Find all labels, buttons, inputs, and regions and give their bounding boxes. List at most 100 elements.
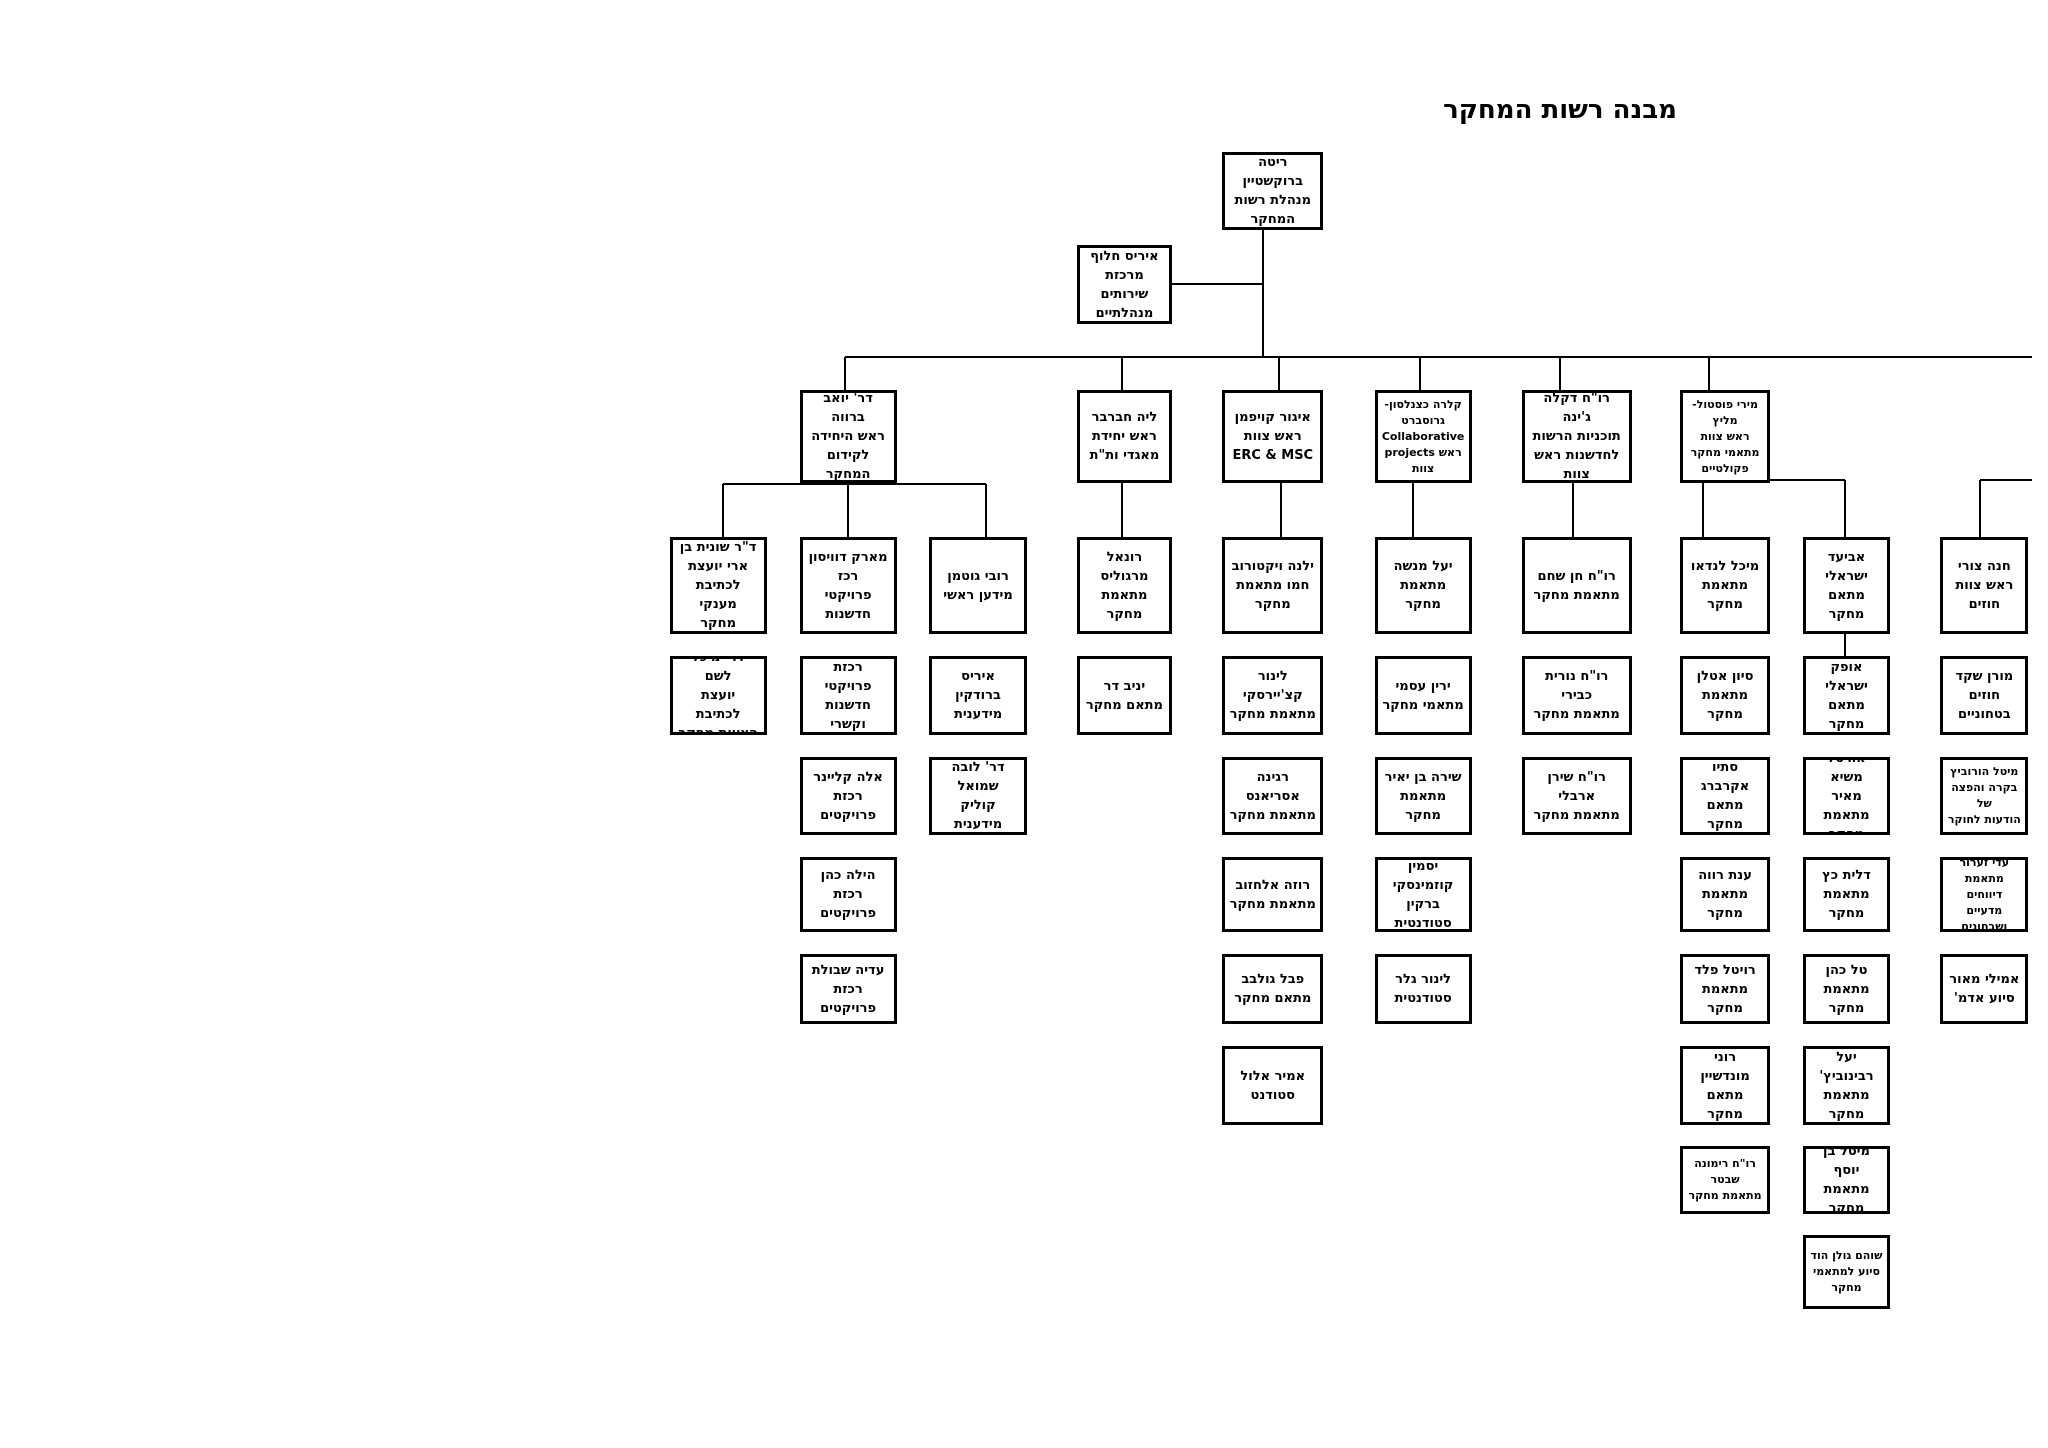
org-node-line: דר' מיכל לשם: [691, 656, 745, 685]
org-node-line: יועצת לכתיבת: [695, 688, 741, 723]
org-node-line: מנהלת רשות: [1234, 193, 1312, 209]
org-node-line: קוליק: [960, 798, 996, 814]
org-node-line: מתאמת מחקר: [1688, 1189, 1762, 1203]
org-node-line: פקולטיים: [1701, 461, 1749, 475]
org-node-line: חוזים בטחוניים: [1957, 688, 2011, 723]
org-node-line: לינור קצ'יירסקי: [1242, 669, 1303, 704]
connector-line: [1261, 229, 1264, 358]
connector-line: [1121, 357, 1124, 390]
org-node-line: אביעד ישראלי: [1825, 549, 1868, 584]
org-node-line: ענת רווה: [1698, 868, 1752, 884]
org-node-line: מתאם מחקר: [1828, 587, 1865, 622]
connector-line: [1121, 483, 1124, 537]
org-node-line: מיטל בן יוסף: [1823, 1146, 1870, 1179]
org-node-line: אופק ישראלי: [1825, 659, 1868, 694]
org-node-line: מתאמת מחקר: [1823, 807, 1870, 835]
org-node-line: מאיר: [1831, 788, 1862, 804]
org-node-line: ראש צוות: [1243, 429, 1302, 444]
org-node-line: ERC & MSC: [1232, 448, 1314, 463]
org-node-line: חמו מתאמת: [1236, 578, 1310, 593]
org-node-line: לקידום המחקר: [825, 448, 871, 483]
org-node-line: דר' לובה שמואל: [951, 760, 1005, 795]
org-node-line: רו"ח נורית כבירי: [1544, 669, 1609, 704]
org-node-line: סתיו אקרברג: [1700, 760, 1750, 795]
connector-line: [1769, 479, 1845, 482]
org-node-line: קלרה כצנלסון-: [1384, 397, 1462, 411]
org-node-line: רכזת פרויקטים: [820, 887, 877, 922]
org-node-line: המחקר: [1250, 212, 1296, 228]
org-node-line: ראש צוות: [1955, 578, 2014, 593]
org-node-line: יעל מנשה: [1393, 559, 1453, 574]
org-node-line: הילה כהן: [820, 868, 876, 884]
org-node-line: ארי יועצת: [688, 559, 749, 575]
org-node-line: מתאמת: [1964, 871, 2004, 885]
org-node-line: איריס חלוף: [1090, 248, 1159, 264]
org-node-line: שוהם גולן הוד: [1810, 1249, 1883, 1263]
org-node-line: ליה חברבר: [1091, 410, 1158, 425]
org-node: דר' יואב ברווה ראש היחידה לקידום המחקר: [799, 389, 897, 484]
org-node-line: גרוסברט: [1401, 413, 1445, 427]
org-node-line: מיכל לנדאו: [1690, 559, 1760, 574]
org-node: מיכל לנדאו מתאמת מחקר: [1680, 536, 1770, 635]
org-node-line: מידענית: [953, 817, 1003, 833]
org-node-line: מידענית: [953, 707, 1003, 723]
org-node-line: מתאמת מחקר: [1229, 807, 1316, 823]
org-node-line: ראש צוות: [1700, 429, 1750, 443]
org-node-line: שירה בן יאיר: [1384, 769, 1462, 785]
org-node-line: אמילי מאור: [1949, 972, 2020, 988]
org-node: הילה כהן רכזת פרויקטים: [799, 857, 897, 933]
connector-line: [1280, 483, 1283, 537]
org-node-line: איגור קויפמן: [1234, 410, 1311, 425]
org-node-line: מתאמת מחקר: [1400, 788, 1447, 823]
org-node-line: אלה קליינר: [813, 769, 883, 785]
org-node-line: מתאמת מחקר: [1702, 578, 1749, 612]
org-node-line: מתאמת מחקר: [1101, 587, 1148, 622]
org-node-line: מתאמת מחקר: [1400, 578, 1447, 612]
org-node-line: דיווחים מדעיים: [1966, 887, 2003, 917]
org-node-line: מתאם מחקר: [1234, 991, 1312, 1007]
org-node-line: מתאמת מחקר: [1229, 707, 1316, 723]
org-node-line: רכזת פרויקטים: [820, 788, 877, 823]
connector-line: [844, 357, 847, 390]
connector-line: [847, 484, 850, 537]
org-node-line: שבטר: [1710, 1173, 1740, 1187]
org-node: יעל מנשה מתאמת מחקר: [1374, 536, 1472, 635]
connector-line: [1843, 480, 1846, 537]
org-node: יעל רבינוביץ'מתאמת מחקר: [1802, 1046, 1891, 1126]
org-node-line: מנהלתיים: [1095, 305, 1154, 321]
org-node-line: מחקר: [1831, 1281, 1862, 1295]
org-node-line: חוזים: [1968, 597, 2001, 612]
org-node-line: רוני מונדשיין: [1700, 1049, 1750, 1084]
org-node-line: יעל רבינוביץ': [1819, 1049, 1874, 1084]
org-node-line: מתאם מחקר: [1706, 1087, 1744, 1122]
org-node-line: עדיה שבולת: [811, 962, 885, 978]
org-node-line: רכזת פרויקטים: [820, 981, 877, 1016]
connector-line: [1172, 282, 1263, 285]
org-node: עדיה שבולת רכזת פרויקטים: [799, 954, 897, 1024]
org-node-line: סטודנטית: [1394, 991, 1452, 1007]
org-node-line: תוכניות הרשות: [1532, 429, 1621, 445]
org-node-line: רו"ח שירן ארבלי: [1547, 769, 1606, 804]
org-node-line: פרויקטי חדשנות: [824, 678, 872, 713]
org-node-line: ראש projects: [1384, 445, 1462, 459]
org-node-line: רובי גוטמן: [947, 568, 1009, 584]
org-node-line: מתאם מחקר: [1706, 798, 1744, 833]
org-node-line: דר' יואב ברווה: [823, 391, 873, 426]
org-node-line: ראש היחידה: [811, 429, 885, 445]
org-node: איגור קויפמן ראש צוות ERC & MSC: [1222, 389, 1324, 484]
